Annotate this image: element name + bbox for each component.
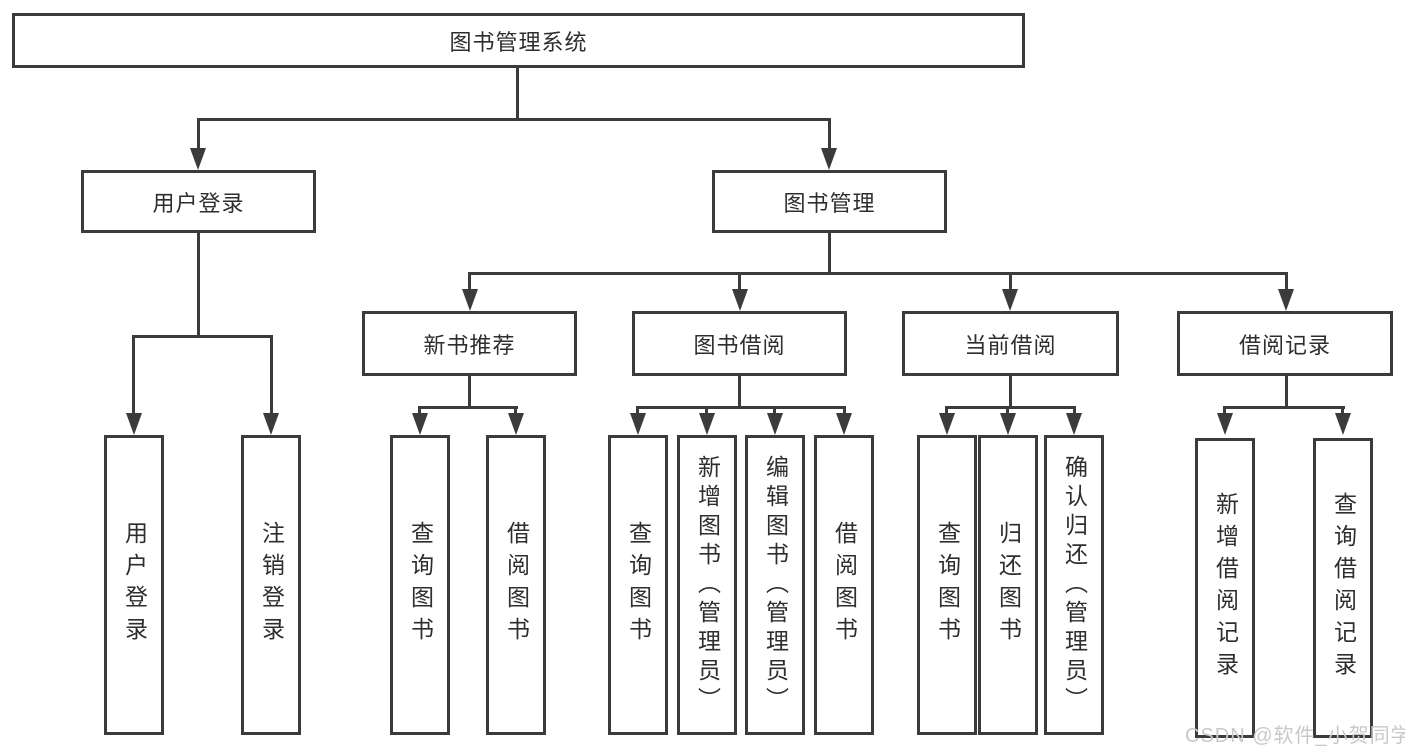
node-user-login-label: 用户登录 xyxy=(152,190,245,216)
leaf-query-borrow-record: 查询借阅记录 xyxy=(1313,438,1373,738)
node-new-book-recommend: 新书推荐 xyxy=(362,311,577,376)
leaf-borrow-books-recommend-label: 借阅图书 xyxy=(503,521,530,649)
arrow-to-logout-leaf xyxy=(263,413,279,435)
leaf-query-books-recommend: 查询图书 xyxy=(390,435,450,735)
leaf-edit-books-admin-label: 编辑图书（管理员） xyxy=(762,454,789,716)
leaf-query-books-recommend-label: 查询图书 xyxy=(407,521,434,649)
leaf-borrow-books-borrowing-label: 借阅图书 xyxy=(831,521,858,649)
arrow-to-new-book-recommend xyxy=(462,289,478,311)
node-new-book-recommend-label: 新书推荐 xyxy=(423,332,516,358)
arrow-to-user-login-leaf xyxy=(126,413,142,435)
leaf-add-borrow-record: 新增借阅记录 xyxy=(1195,438,1255,738)
leaf-borrow-books-borrowing: 借阅图书 xyxy=(814,435,874,735)
node-book-borrowing: 图书借阅 xyxy=(632,311,847,376)
leaf-query-books-borrowing-label: 查询图书 xyxy=(625,521,652,649)
node-borrowing-records: 借阅记录 xyxy=(1177,311,1393,376)
leaf-confirm-return-admin-label: 确认归还（管理员） xyxy=(1061,454,1088,716)
leaf-logout: 注销登录 xyxy=(241,435,301,735)
leaf-user-login-label: 用户登录 xyxy=(121,521,148,649)
leaf-add-borrow-record-label: 新增借阅记录 xyxy=(1212,492,1239,684)
csdn-watermark: CSDN @软件_小贺同学 xyxy=(1185,725,1405,747)
node-root-library-system: 图书管理系统 xyxy=(12,13,1025,68)
leaf-return-books: 归还图书 xyxy=(978,435,1038,735)
leaf-query-books-current: 查询图书 xyxy=(917,435,977,735)
leaf-query-books-borrowing: 查询图书 xyxy=(608,435,668,735)
arrow-to-book-management xyxy=(821,148,837,170)
node-user-login: 用户登录 xyxy=(81,170,316,233)
leaf-user-login: 用户登录 xyxy=(104,435,164,735)
arrow-to-borrowing-records xyxy=(1278,289,1294,311)
node-root-label: 图书管理系统 xyxy=(449,29,588,55)
leaf-borrow-books-recommend: 借阅图书 xyxy=(486,435,546,735)
arrow-to-user-login xyxy=(190,148,206,170)
leaf-add-books-admin-label: 新增图书（管理员） xyxy=(694,454,721,716)
node-book-management: 图书管理 xyxy=(712,170,947,233)
arrow-to-current-borrowing xyxy=(1002,289,1018,311)
leaf-confirm-return-admin: 确认归还（管理员） xyxy=(1044,435,1104,735)
leaf-query-borrow-record-label: 查询借阅记录 xyxy=(1330,492,1357,684)
leaf-return-books-label: 归还图书 xyxy=(995,521,1022,649)
node-current-borrowing: 当前借阅 xyxy=(902,311,1119,376)
node-borrowing-records-label: 借阅记录 xyxy=(1238,332,1331,358)
node-book-management-label: 图书管理 xyxy=(783,190,876,216)
leaf-query-books-current-label: 查询图书 xyxy=(934,521,961,649)
leaf-add-books-admin: 新增图书（管理员） xyxy=(677,435,737,735)
node-book-borrowing-label: 图书借阅 xyxy=(693,332,786,358)
leaf-logout-label: 注销登录 xyxy=(258,521,285,649)
node-current-borrowing-label: 当前借阅 xyxy=(964,332,1057,358)
leaf-edit-books-admin: 编辑图书（管理员） xyxy=(745,435,805,735)
arrow-to-book-borrowing xyxy=(732,289,748,311)
